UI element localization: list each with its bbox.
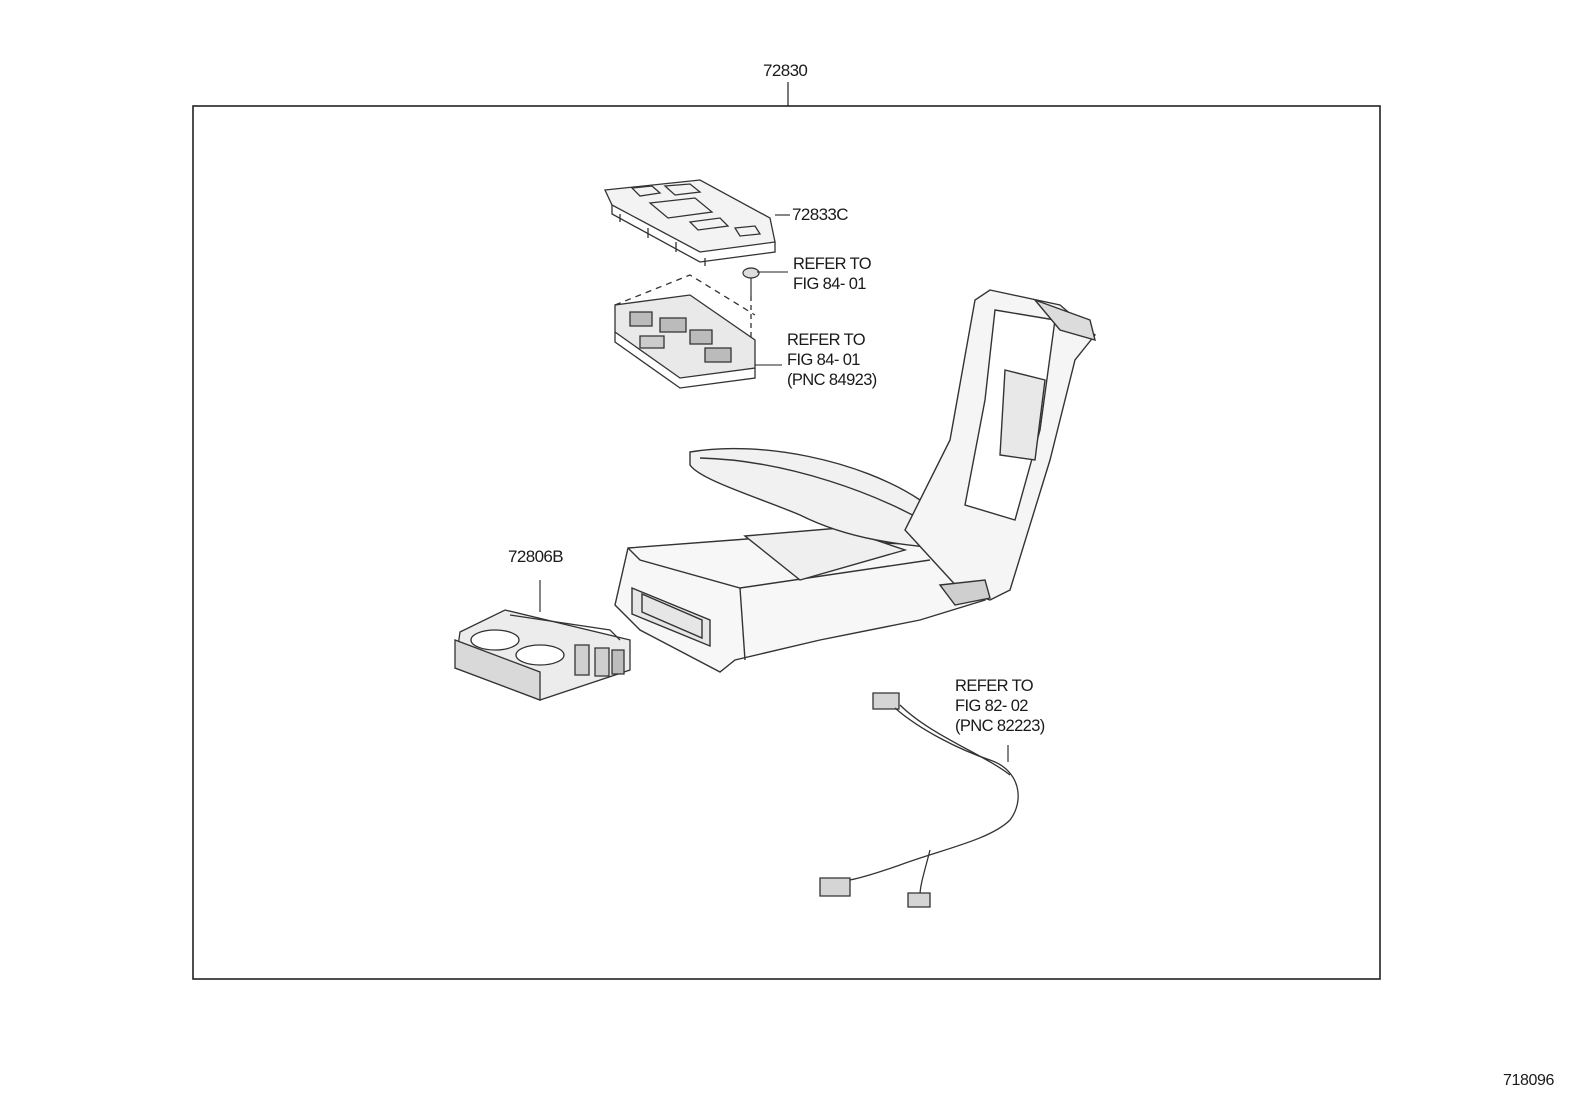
switch-assembly[interactable]	[615, 275, 782, 388]
reference-clip-line1: REFER TO	[793, 255, 872, 273]
reference-harness[interactable]: REFER TO FIG 82- 02 (PNC 82223)	[955, 676, 1045, 736]
reference-switch-line1: REFER TO	[787, 331, 866, 349]
callout-assembly[interactable]: 72830	[763, 61, 808, 80]
clip[interactable]	[743, 268, 788, 296]
reference-harness-line1: REFER TO	[955, 677, 1034, 695]
wire-harness[interactable]	[820, 693, 1018, 907]
reference-clip-line2: FIG 84- 01	[793, 275, 866, 293]
reference-harness-line3: (PNC 82223)	[955, 717, 1045, 735]
upper-trim-panel[interactable]	[605, 180, 790, 266]
assembly-frame	[192, 105, 1381, 980]
reference-switch-line3: (PNC 84923)	[787, 371, 877, 389]
reference-clip[interactable]: REFER TO FIG 84- 01	[793, 254, 872, 294]
reference-switch-line2: FIG 84- 01	[787, 351, 860, 369]
callout-cup-holder[interactable]: 72806B	[508, 547, 564, 566]
cup-holder[interactable]	[455, 580, 630, 700]
reference-harness-line2: FIG 82- 02	[955, 697, 1028, 715]
callout-upper-panel[interactable]: 72833C	[792, 205, 849, 224]
reference-switch[interactable]: REFER TO FIG 84- 01 (PNC 84923)	[787, 330, 877, 390]
seat-back-frame[interactable]	[905, 290, 1095, 605]
figure-number: 718096	[1503, 1072, 1554, 1089]
